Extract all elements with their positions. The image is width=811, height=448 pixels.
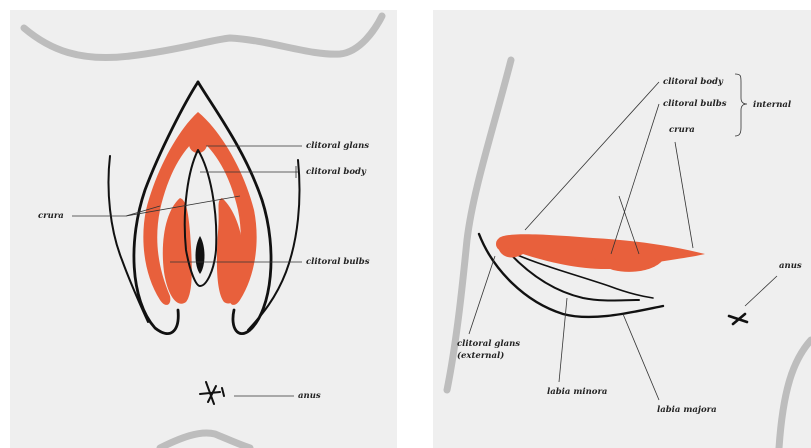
labia-majora-leader bbox=[623, 314, 659, 400]
glans-leader bbox=[469, 256, 495, 334]
label-clitoral-body: clitoral body bbox=[306, 167, 367, 177]
left-bulb-shape bbox=[163, 198, 192, 304]
glans-side-shape bbox=[496, 237, 510, 251]
label-internal: internal bbox=[753, 100, 792, 110]
right-body-contour bbox=[779, 340, 811, 448]
label-clitoral-glans: clitoral glans bbox=[457, 339, 520, 349]
vaginal-opening bbox=[196, 236, 205, 274]
anus-leader bbox=[745, 276, 777, 306]
front-view-drawing: clitoral glans clitoral body crura clito… bbox=[10, 10, 397, 448]
body-leader bbox=[525, 82, 659, 230]
label-labia-majora: labia majora bbox=[657, 405, 717, 415]
label-anus: anus bbox=[779, 261, 802, 271]
labia-minora-leader bbox=[559, 298, 567, 382]
crura-leader bbox=[675, 142, 693, 248]
label-clitoral-glans: clitoral glans bbox=[306, 141, 369, 151]
side-view-panel: clitoral body clitoral bulbs crura inter… bbox=[433, 10, 811, 448]
label-labia-minora: labia minora bbox=[547, 387, 607, 397]
label-external: (external) bbox=[457, 350, 504, 361]
internal-bracket bbox=[735, 74, 747, 136]
left-hip-line bbox=[109, 156, 149, 322]
front-view-panel: clitoral glans clitoral body crura clito… bbox=[10, 10, 397, 448]
label-anus: anus bbox=[298, 391, 321, 401]
anus-mark bbox=[200, 382, 224, 404]
label-clitoral-bulbs: clitoral bulbs bbox=[306, 257, 370, 267]
anus-mark bbox=[729, 314, 747, 324]
label-crura: crura bbox=[38, 211, 64, 221]
label-clitoral-body: clitoral body bbox=[663, 77, 724, 87]
lower-body-contour bbox=[160, 433, 250, 448]
side-view-drawing: clitoral body clitoral bulbs crura inter… bbox=[433, 10, 811, 448]
label-clitoral-bulbs: clitoral bulbs bbox=[663, 99, 727, 109]
label-crura: crura bbox=[669, 125, 695, 135]
upper-body-contour bbox=[24, 16, 382, 58]
